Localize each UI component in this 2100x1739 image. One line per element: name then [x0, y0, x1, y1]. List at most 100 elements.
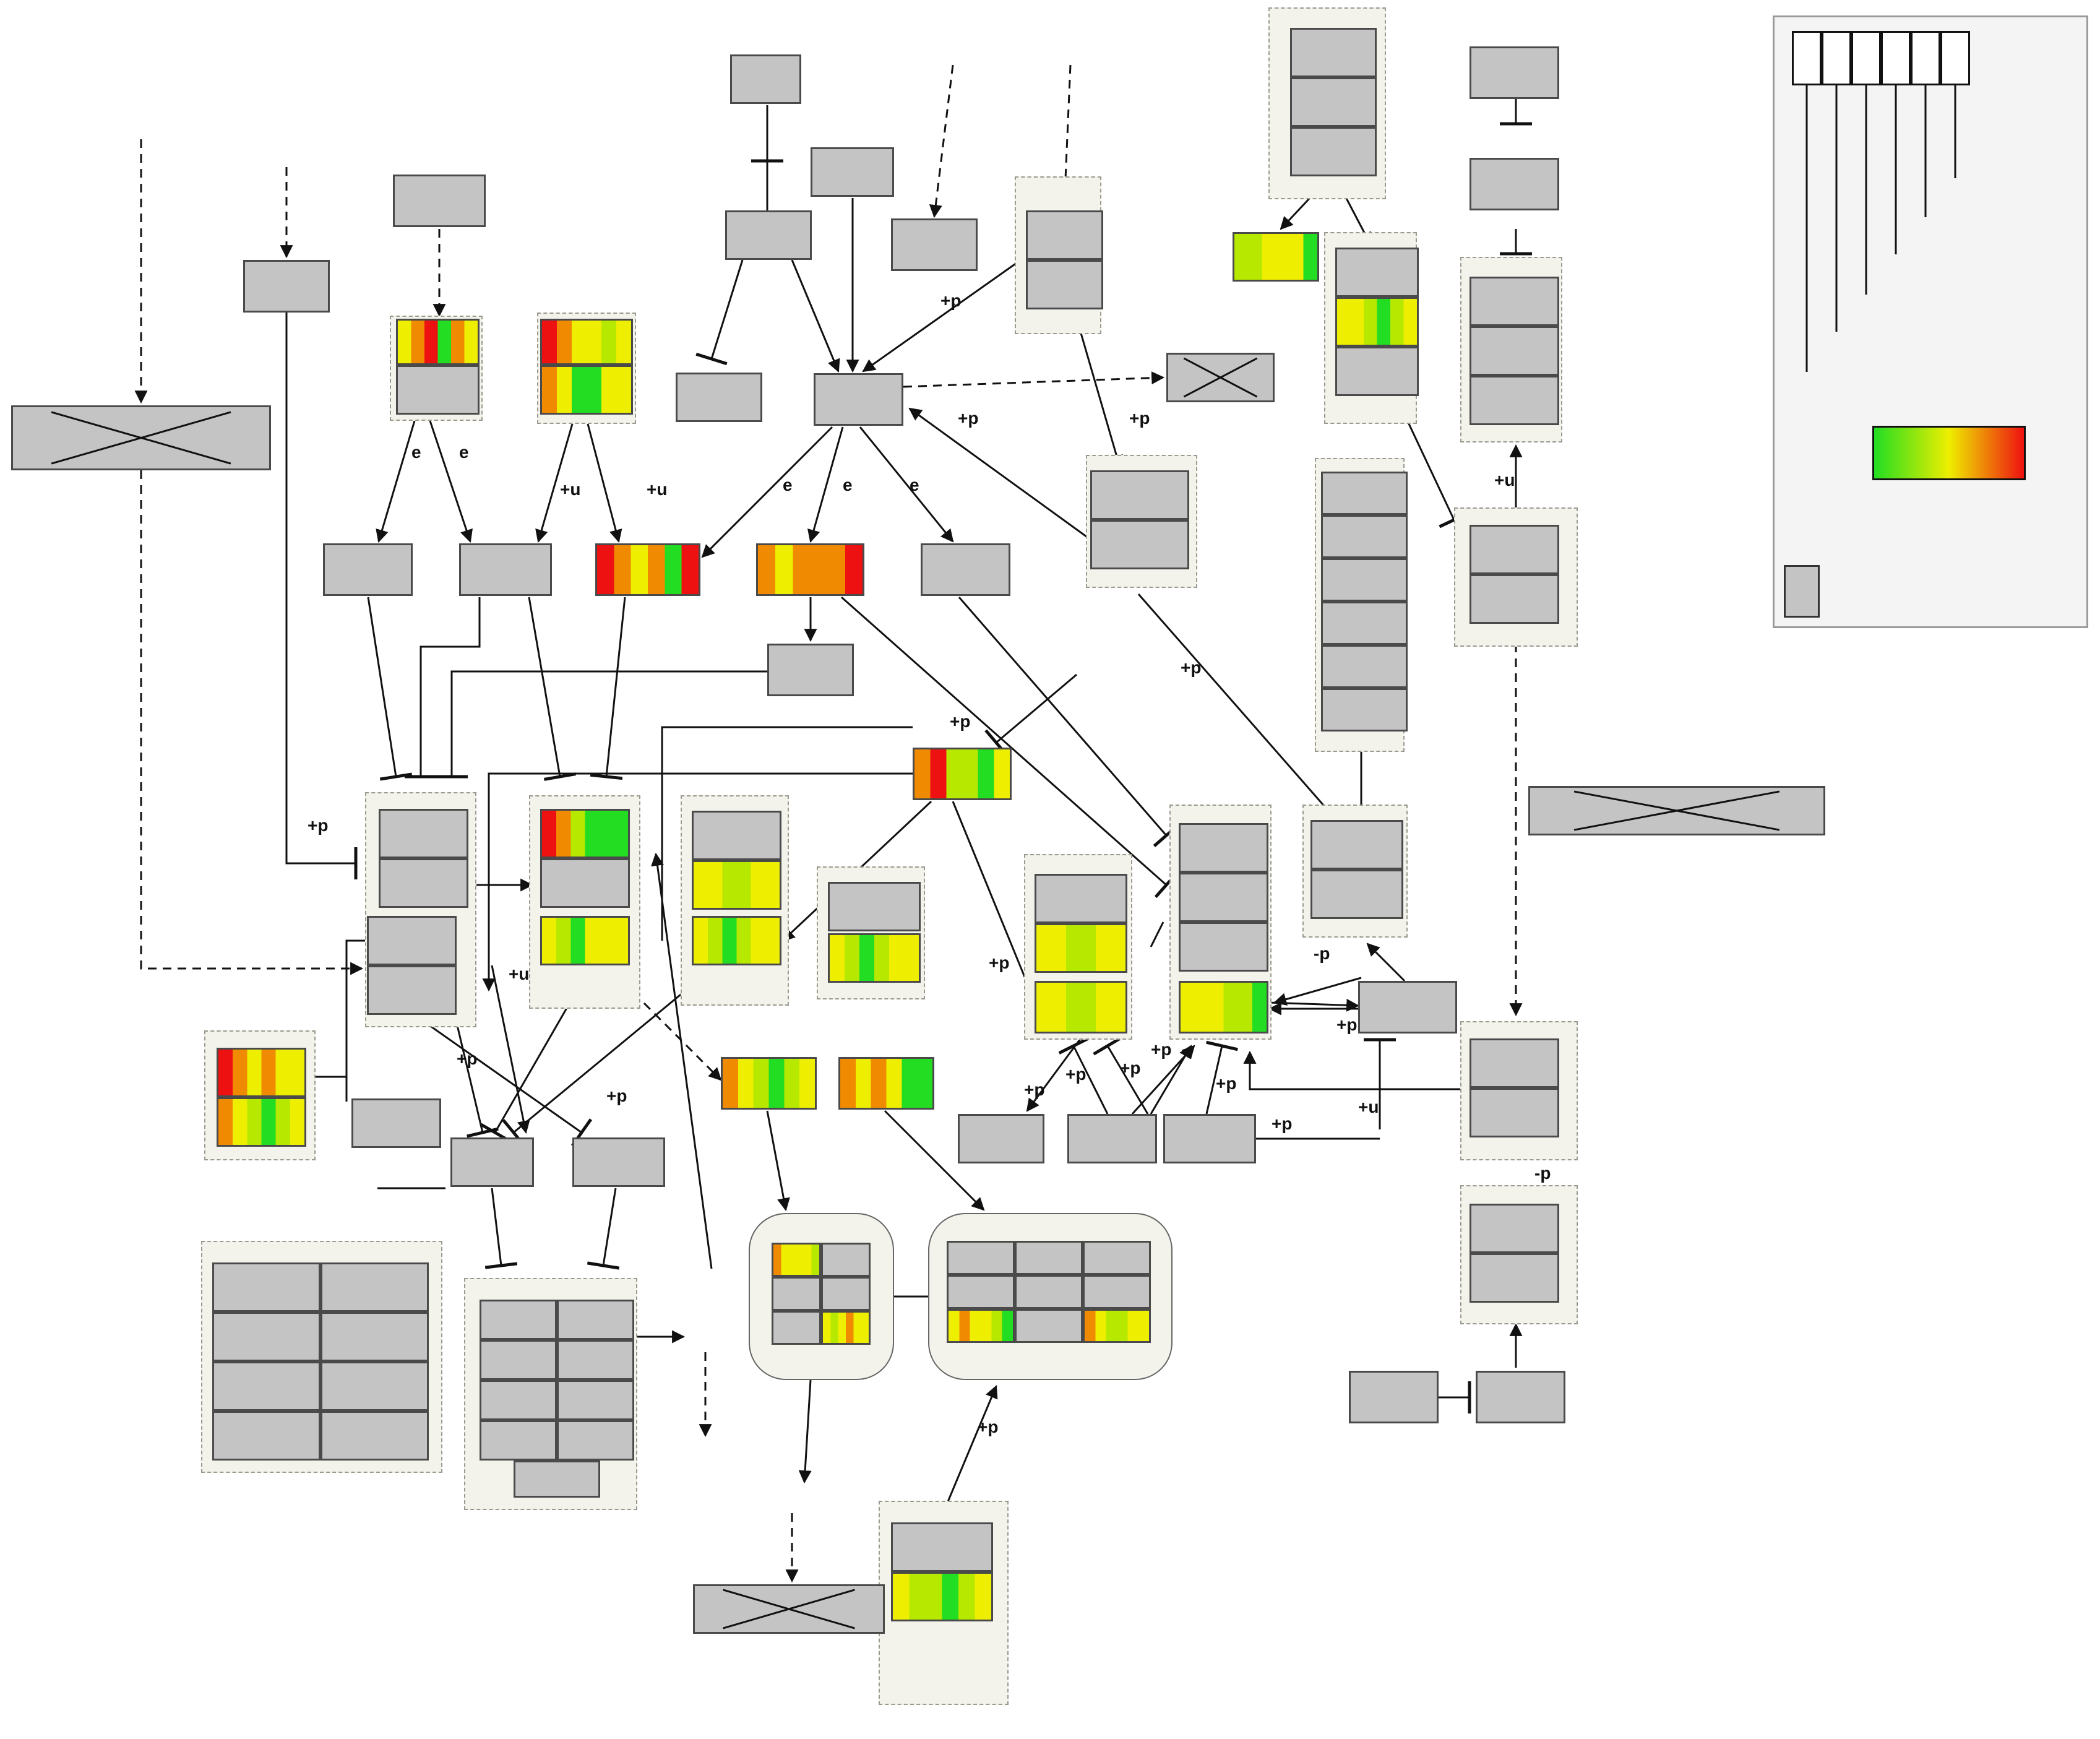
gene-ccnb1[interactable] — [1179, 823, 1268, 873]
gene-mcm10[interactable] — [1083, 1309, 1151, 1343]
gene-ccna1-a[interactable] — [692, 811, 781, 860]
gene-mpip2[interactable] — [1310, 870, 1403, 919]
gene-g1433[interactable] — [921, 543, 1010, 596]
gene-cc14b[interactable] — [1470, 1253, 1559, 1303]
gene-cdn1b[interactable] — [459, 543, 552, 596]
gene-rbl1-mid[interactable] — [572, 1137, 665, 1187]
gene-atm[interactable] — [1026, 260, 1103, 309]
gene-ube2f[interactable] — [557, 1420, 634, 1461]
gene-smad4[interactable] — [396, 365, 480, 415]
gene-mcm8[interactable] — [1083, 1241, 1151, 1275]
gene-cc14a[interactable] — [1470, 1204, 1559, 1253]
gene-orc2[interactable] — [772, 1277, 821, 1311]
gene-bub1[interactable] — [1290, 28, 1377, 77]
gene-cdc20[interactable] — [1470, 574, 1559, 624]
gene-hdac7[interactable] — [321, 1361, 429, 1411]
gene-hdac4[interactable] — [212, 1411, 321, 1461]
gene-abl1[interactable] — [351, 1098, 441, 1148]
gene-apc-a[interactable] — [1470, 525, 1559, 574]
gene-cdc7[interactable] — [891, 1522, 993, 1572]
gene-ccnd3[interactable] — [379, 809, 468, 858]
gene-cadh1[interactable] — [1470, 1088, 1559, 1137]
gene-cd2a2[interactable] — [323, 543, 413, 596]
gene-cdn1a[interactable] — [595, 543, 700, 596]
gene-mcm9[interactable] — [1083, 1275, 1151, 1309]
gene-tfdp1[interactable] — [514, 1461, 600, 1498]
gene-ywhaq[interactable] — [1321, 645, 1408, 688]
gene-mpip3[interactable] — [1310, 820, 1403, 870]
gene-arf1[interactable] — [730, 54, 801, 104]
gene-rb-right[interactable] — [958, 1114, 1044, 1163]
gene-dbf4a[interactable] — [891, 1572, 993, 1621]
gene-atr[interactable] — [1026, 210, 1103, 260]
gene-ywhaz[interactable] — [1321, 688, 1408, 731]
pathway-ubiquitin[interactable] — [1528, 786, 1825, 835]
gene-apc-b[interactable] — [1470, 1038, 1559, 1088]
gene-orc4[interactable] — [821, 1243, 871, 1277]
gene-tgfb1[interactable] — [393, 175, 486, 227]
gene-rbl1-e2f[interactable] — [557, 1380, 634, 1420]
gene-ccnh[interactable] — [828, 882, 921, 931]
gene-orc3[interactable] — [772, 1311, 821, 1345]
gene-md1l1[interactable] — [1335, 248, 1419, 297]
gene-e2f6[interactable] — [557, 1340, 634, 1380]
gene-cdk2-b[interactable] — [692, 916, 781, 965]
gene-pttg2[interactable] — [1470, 326, 1559, 376]
gene-mcm5[interactable] — [1015, 1241, 1083, 1275]
gene-cdk2-c[interactable] — [828, 933, 921, 983]
gene-cdc45[interactable] — [838, 1057, 934, 1110]
gene-cdk1-b[interactable] — [1179, 981, 1268, 1033]
gene-ccne1[interactable] — [540, 858, 630, 908]
gene-hdac5[interactable] — [321, 1262, 429, 1312]
gene-cdk1-a[interactable] — [1035, 981, 1127, 1033]
gene-bub1b[interactable] — [1233, 232, 1319, 282]
gene-md2l1[interactable] — [1335, 297, 1419, 347]
gene-ga45a[interactable] — [756, 543, 864, 596]
gene-espl1[interactable] — [1470, 158, 1559, 210]
gene-hdac3[interactable] — [212, 1361, 321, 1411]
gene-ccne2[interactable] — [540, 809, 630, 858]
gene-smc1a[interactable] — [1470, 46, 1559, 99]
gene-wee1[interactable] — [1067, 1114, 1157, 1163]
gene-skp2-bot[interactable] — [217, 1097, 306, 1147]
gene-pttg1[interactable] — [1470, 376, 1559, 425]
gene-skp2-top[interactable] — [540, 365, 633, 415]
gene-ccna1-b[interactable] — [1035, 874, 1127, 923]
gene-ywhah[interactable] — [1321, 602, 1408, 645]
gene-mcm4[interactable] — [947, 1309, 1015, 1343]
gene-orc5[interactable] — [821, 1277, 871, 1311]
pathway-apoptosis[interactable] — [1166, 353, 1275, 402]
gene-hdac6[interactable] — [321, 1312, 429, 1361]
gene-ywhag[interactable] — [1321, 558, 1408, 602]
gene-hdac1[interactable] — [212, 1262, 321, 1312]
gene-scf-bot[interactable] — [217, 1048, 306, 1097]
gene-e2f2[interactable] — [480, 1340, 557, 1380]
gene-pcna[interactable] — [767, 644, 854, 696]
gene-prkdc[interactable] — [891, 218, 978, 271]
gene-gsk3b[interactable] — [243, 260, 330, 313]
gene-mcm7[interactable] — [1015, 1309, 1083, 1343]
gene-e2f1[interactable] — [480, 1300, 557, 1340]
gene-ccna2-a[interactable] — [692, 860, 781, 910]
gene-chk1[interactable] — [1090, 470, 1189, 520]
gene-md2l2[interactable] — [1335, 347, 1419, 396]
gene-plk1[interactable] — [1358, 981, 1457, 1033]
gene-orc1[interactable] — [772, 1243, 821, 1277]
gene-pmyt1[interactable] — [1163, 1114, 1256, 1163]
gene-mcm2[interactable] — [947, 1241, 1015, 1275]
gene-e2f3[interactable] — [480, 1380, 557, 1420]
gene-scf-top[interactable] — [540, 319, 633, 365]
gene-tbcd8[interactable] — [1349, 1371, 1439, 1423]
pathway-mapk[interactable] — [11, 405, 271, 470]
gene-orc6[interactable] — [821, 1311, 871, 1345]
gene-rb-mid[interactable] — [450, 1137, 534, 1187]
gene-e2f5[interactable] — [557, 1300, 634, 1340]
gene-hdac8[interactable] — [321, 1411, 429, 1461]
pathway-dna_replication[interactable] — [693, 1584, 885, 1634]
gene-ccnd2[interactable] — [379, 858, 468, 908]
gene-cdk2-a[interactable] — [540, 916, 630, 965]
gene-mcm6[interactable] — [1015, 1275, 1083, 1309]
gene-chk2[interactable] — [1090, 520, 1189, 569]
gene-ccnb3[interactable] — [1179, 922, 1268, 972]
gene-bub3[interactable] — [1290, 77, 1377, 127]
